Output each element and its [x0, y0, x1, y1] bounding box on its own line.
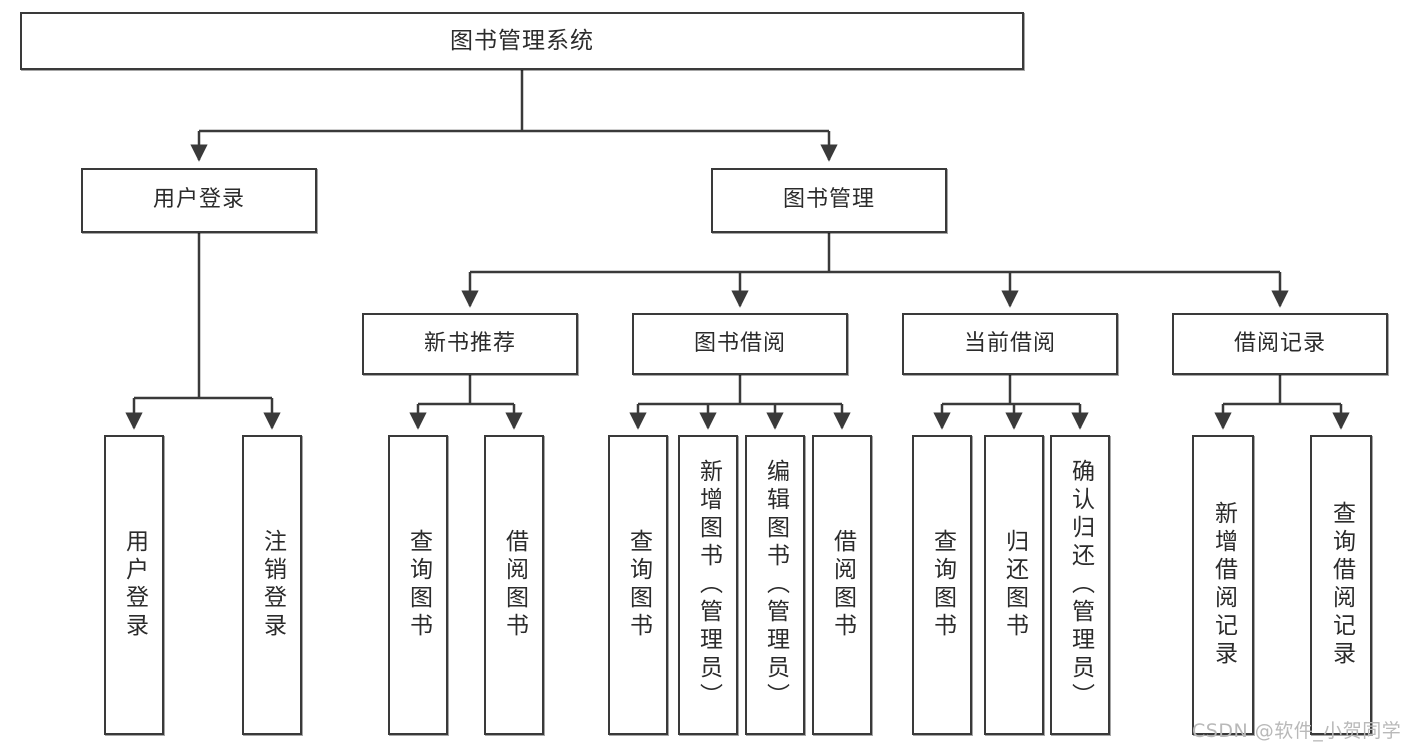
node-leaf-query-book-current[interactable]: 查询图书	[912, 435, 972, 735]
node-label: 确认归还（管理员）	[1067, 459, 1094, 711]
node-label: 查询借阅记录	[1328, 501, 1355, 669]
node-label: 查询图书	[625, 529, 652, 641]
node-new-book-recommend[interactable]: 新书推荐	[362, 313, 578, 375]
node-leaf-add-borrow-record[interactable]: 新增借阅记录	[1192, 435, 1254, 735]
node-label: 图书管理系统	[450, 27, 594, 54]
node-leaf-borrow-book-borrow[interactable]: 借阅图书	[812, 435, 872, 735]
node-label: 编辑图书（管理员）	[762, 459, 789, 711]
node-label: 借阅记录	[1233, 330, 1326, 356]
node-book-management-system[interactable]: 图书管理系统	[20, 12, 1024, 70]
node-leaf-add-book-admin[interactable]: 新增图书（管理员）	[678, 435, 738, 735]
node-label: 用户登录	[152, 187, 245, 213]
node-current-borrow[interactable]: 当前借阅	[902, 313, 1118, 375]
node-leaf-query-book-borrow[interactable]: 查询图书	[608, 435, 668, 735]
node-user-login[interactable]: 用户登录	[81, 168, 317, 233]
node-label: 新增图书（管理员）	[695, 459, 722, 711]
node-leaf-return-book[interactable]: 归还图书	[984, 435, 1044, 735]
node-leaf-query-borrow-record[interactable]: 查询借阅记录	[1310, 435, 1372, 735]
node-label: 查询图书	[929, 529, 956, 641]
node-leaf-borrow-book-recommend[interactable]: 借阅图书	[484, 435, 544, 735]
node-book-borrow[interactable]: 图书借阅	[632, 313, 848, 375]
node-label: 图书借阅	[693, 330, 786, 356]
watermark-text: CSDN @软件_小贺同学	[1192, 720, 1402, 742]
node-label: 借阅图书	[829, 529, 856, 641]
node-book-management[interactable]: 图书管理	[711, 168, 947, 233]
node-leaf-confirm-return-admin[interactable]: 确认归还（管理员）	[1050, 435, 1110, 735]
node-label: 用户登录	[121, 529, 148, 641]
node-label: 归还图书	[1001, 529, 1028, 641]
node-label: 查询图书	[405, 529, 432, 641]
node-leaf-query-book-recommend[interactable]: 查询图书	[388, 435, 448, 735]
node-borrow-record[interactable]: 借阅记录	[1172, 313, 1388, 375]
node-leaf-logout-login[interactable]: 注销登录	[242, 435, 302, 735]
node-label: 当前借阅	[963, 330, 1056, 356]
node-leaf-edit-book-admin[interactable]: 编辑图书（管理员）	[745, 435, 805, 735]
node-label: 新增借阅记录	[1210, 501, 1237, 669]
node-label: 新书推荐	[423, 330, 516, 356]
node-leaf-user-login[interactable]: 用户登录	[104, 435, 164, 735]
node-label: 图书管理	[782, 187, 875, 213]
node-label: 借阅图书	[501, 529, 528, 641]
node-label: 注销登录	[259, 529, 286, 641]
